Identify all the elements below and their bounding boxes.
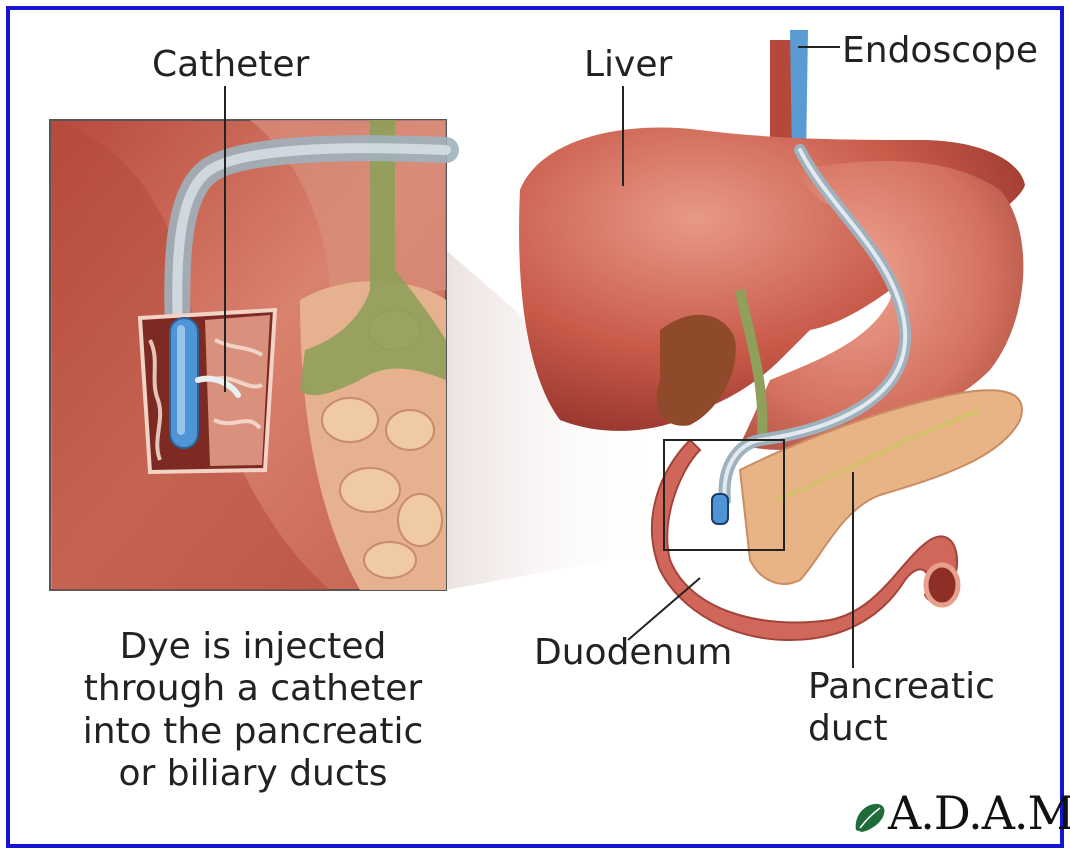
logo-text: A.D.A.M.	[888, 790, 1070, 836]
label-liver: Liver	[584, 44, 672, 86]
label-catheter: Catheter	[152, 44, 309, 86]
inset-view	[50, 120, 446, 590]
caption: Dye is injected through a catheter into …	[48, 626, 458, 796]
label-pancreatic-duct-line2: duct	[808, 708, 995, 750]
leaf-icon	[852, 800, 888, 836]
caption-line-4: or biliary ducts	[48, 753, 458, 795]
adam-logo: A.D.A.M.	[852, 790, 1070, 836]
caption-line-2: through a catheter	[48, 668, 458, 710]
label-pancreatic-duct-line1: Pancreatic	[808, 666, 995, 708]
caption-line-1: Dye is injected	[48, 626, 458, 668]
caption-line-3: into the pancreatic	[48, 711, 458, 753]
gallbladder	[657, 315, 736, 426]
label-duodenum: Duodenum	[534, 632, 732, 674]
label-endoscope: Endoscope	[842, 30, 1038, 72]
label-pancreatic-duct: Pancreatic duct	[808, 666, 995, 751]
